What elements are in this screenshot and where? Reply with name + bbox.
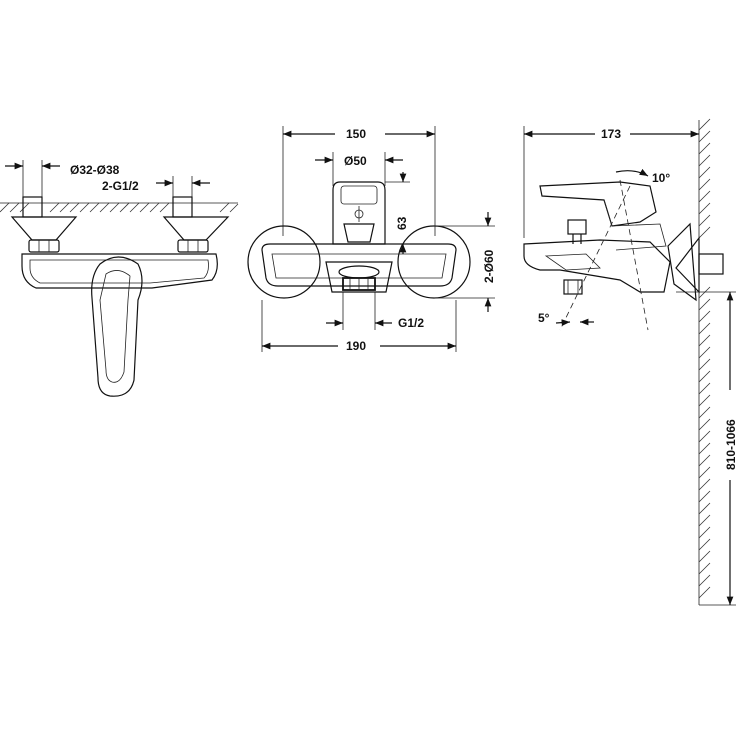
- install-height-label: 810-1066: [724, 419, 738, 470]
- mixer-body: [21, 253, 218, 289]
- lever-front: [91, 256, 143, 397]
- body-diameter-label: Ø50: [344, 154, 367, 168]
- depth-173-label: 173: [601, 127, 621, 141]
- thread-label: 2-G1/2: [102, 179, 139, 193]
- side-cone: [675, 236, 700, 294]
- left-flange: [247, 225, 321, 299]
- total-width-190-label: 190: [346, 339, 366, 353]
- left-connector-pipe: [22, 196, 43, 218]
- side-spout: [563, 279, 583, 295]
- top-body: [261, 243, 457, 287]
- left-eccentric-cone: [10, 216, 78, 241]
- right-nut: [177, 239, 209, 253]
- handle-angle-label: 10°: [652, 171, 670, 185]
- wall-connector: [698, 253, 724, 275]
- right-eccentric-cone: [162, 216, 230, 241]
- side-lever: [539, 181, 657, 227]
- right-flange: [397, 225, 471, 299]
- outlet-thread-label: G1/2: [398, 316, 424, 330]
- left-nut: [28, 239, 60, 253]
- diameter-range-label: Ø32-Ø38: [70, 163, 120, 177]
- front-view: Ø32-Ø38 2-G1/2: [0, 160, 239, 397]
- wall-hatch: [0, 202, 239, 213]
- flange-diameter-label: 2-Ø60: [482, 249, 496, 283]
- top-view: 150 Ø50 63 2-Ø60: [247, 126, 496, 353]
- width-150-label: 150: [346, 127, 366, 141]
- right-connector-pipe: [172, 196, 193, 218]
- side-body: [523, 239, 671, 293]
- side-wall-hatch: [698, 118, 711, 599]
- spout-outlet: [325, 261, 393, 293]
- cartridge-column: [332, 181, 386, 245]
- diverter-knob: [567, 219, 587, 235]
- spout-angle-label: 5°: [538, 311, 550, 325]
- side-view: 10° 5° 173 810-1066: [523, 118, 738, 606]
- height-63-label: 63: [395, 216, 409, 230]
